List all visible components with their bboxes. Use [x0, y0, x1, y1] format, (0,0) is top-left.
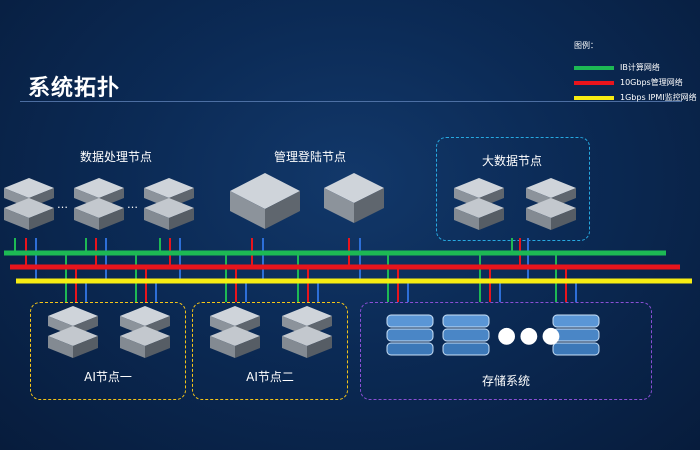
- server-icon: [144, 178, 194, 230]
- server-icon: [230, 173, 300, 229]
- disk-array-icon: [552, 314, 600, 356]
- server-data-processing-1: [4, 178, 54, 238]
- server-icon: [526, 178, 576, 230]
- server-icon: [4, 178, 54, 230]
- storage-group-box: [360, 302, 652, 400]
- ai-node-2-group-box: [192, 302, 348, 400]
- server-icon: [454, 178, 504, 230]
- server-icon: [120, 306, 170, 358]
- label-storage-system: 存储系统: [481, 374, 531, 388]
- disk-array-icon: [442, 314, 490, 356]
- network-buses: [4, 250, 692, 284]
- server-icon: [210, 306, 260, 358]
- server-icon: [48, 306, 98, 358]
- server-data-processing-3: [144, 178, 194, 238]
- legend-label-ib: IB计算网络: [620, 63, 660, 72]
- storage-array-3: [552, 314, 600, 360]
- label-ai-node-1: AI节点一: [84, 370, 132, 384]
- legend-heading: 图例：: [574, 41, 598, 50]
- legend-swatch-ipmi: [574, 96, 614, 100]
- server-big-data-2: [526, 178, 576, 238]
- server-icon: [282, 306, 332, 358]
- storage-array-2: [442, 314, 490, 360]
- title-divider: [20, 101, 682, 102]
- page-title: 系统拓扑: [28, 76, 121, 101]
- label-data-processing-nodes: 数据处理节点: [79, 150, 153, 164]
- disk-array-icon: [386, 314, 434, 356]
- legend-label-mgmt: 10Gbps管理网络: [620, 78, 683, 87]
- legend-swatch-ib: [574, 66, 614, 70]
- label-management-login-nodes: 管理登陆节点: [273, 150, 347, 164]
- legend-label-ipmi: 1Gbps IPMI监控网络: [620, 93, 697, 102]
- server-data-processing-2: [74, 178, 124, 238]
- server-ai2-2: [282, 306, 332, 366]
- label-big-data-nodes: 大数据节点: [481, 154, 543, 168]
- server-icon: [74, 178, 124, 230]
- server-management-1: [230, 173, 300, 235]
- server-ai1-1: [48, 306, 98, 366]
- ellipsis-data-processing-2: …: [127, 198, 139, 211]
- network-drops: [14, 238, 577, 302]
- label-ai-node-2: AI节点二: [246, 370, 294, 384]
- server-ai1-2: [120, 306, 170, 366]
- server-management-2: [324, 173, 384, 229]
- ellipsis-data-processing-1: …: [57, 198, 69, 211]
- ellipsis-storage: ●●●: [497, 323, 564, 348]
- legend-swatch-mgmt: [574, 81, 614, 85]
- server-big-data-1: [454, 178, 504, 238]
- server-icon: [324, 173, 384, 223]
- server-ai2-1: [210, 306, 260, 366]
- ai-node-1-group-box: [30, 302, 186, 400]
- storage-array-1: [386, 314, 434, 360]
